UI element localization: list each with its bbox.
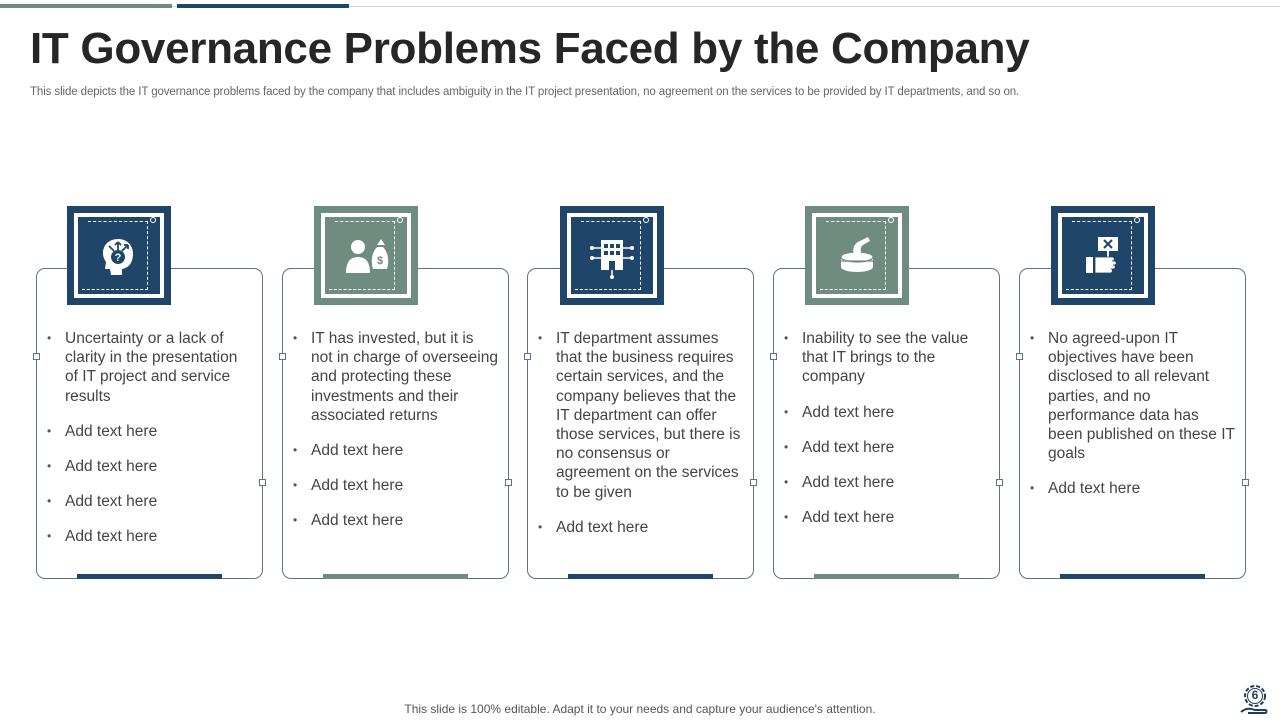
page-number: 6 xyxy=(1251,688,1259,702)
card-bottom-accent xyxy=(1060,574,1205,579)
resize-handle xyxy=(1242,479,1249,486)
card-bullet-list: IT department assumes that the business … xyxy=(538,329,743,553)
list-item: Add text here xyxy=(784,403,989,422)
resize-handle xyxy=(750,479,757,486)
resize-handle xyxy=(770,353,777,360)
card-icon-box-2: $ xyxy=(314,206,418,305)
investor-money-bag-icon: $ xyxy=(346,238,389,273)
top-divider-line xyxy=(0,6,1280,7)
problem-card-3: IT department assumes that the business … xyxy=(524,268,757,579)
list-item: Add text here xyxy=(47,457,252,476)
resize-handle xyxy=(505,479,512,486)
resize-handle xyxy=(279,353,286,360)
resize-handle xyxy=(1016,353,1023,360)
list-item: Add text here xyxy=(47,492,252,511)
list-item: No agreed-upon IT objectives have been d… xyxy=(1030,329,1235,463)
card-bullet-list: No agreed-upon IT objectives have been d… xyxy=(1030,329,1235,515)
card-bottom-accent xyxy=(323,574,468,579)
card-icon-box-4 xyxy=(805,206,909,305)
list-item: Add text here xyxy=(784,508,989,527)
list-item: Add text here xyxy=(784,438,989,457)
resize-handle xyxy=(33,353,40,360)
svg-text:?: ? xyxy=(115,252,122,264)
list-item: Add text here xyxy=(47,422,252,441)
card-bottom-accent xyxy=(814,574,959,579)
list-item: Add text here xyxy=(1030,479,1235,498)
slide-title: IT Governance Problems Faced by the Comp… xyxy=(30,24,1030,73)
card-bullet-list: Uncertainty or a lack of clarity in the … xyxy=(47,329,252,563)
list-item: Add text here xyxy=(784,473,989,492)
problem-card-4: Inability to see the value that IT bring… xyxy=(770,268,1003,579)
resize-handle xyxy=(996,479,1003,486)
card-icon-box-5 xyxy=(1051,206,1155,305)
resize-handle xyxy=(259,479,266,486)
hand-coins-icon xyxy=(840,236,874,272)
slide-footer: This slide is 100% editable. Adapt it to… xyxy=(404,702,876,716)
gear-hand-icon xyxy=(1240,685,1268,714)
list-item: Uncertainty or a lack of clarity in the … xyxy=(47,329,252,406)
card-bottom-accent xyxy=(77,574,222,579)
problem-card-2: IT has invested, but it is not in charge… xyxy=(279,268,512,579)
list-item: IT has invested, but it is not in charge… xyxy=(293,329,498,425)
list-item: Add text here xyxy=(538,518,743,537)
top-accent-bar-navy xyxy=(177,4,349,8)
card-bullet-list: Inability to see the value that IT bring… xyxy=(784,329,989,543)
list-item: Add text here xyxy=(293,441,498,460)
card-icon-box-1: ? xyxy=(67,206,171,305)
slide-subtitle: This slide depicts the IT governance pro… xyxy=(30,86,1020,98)
building-network-icon xyxy=(590,239,634,279)
card-bottom-accent xyxy=(568,574,713,579)
thumbs-down-sign-icon xyxy=(1086,236,1118,273)
problem-card-1: Uncertainty or a lack of clarity in the … xyxy=(33,268,266,579)
list-item: IT department assumes that the business … xyxy=(538,329,743,502)
card-icon-box-3 xyxy=(560,206,664,305)
list-item: Inability to see the value that IT bring… xyxy=(784,329,989,387)
svg-text:$: $ xyxy=(377,255,383,267)
list-item: Add text here xyxy=(293,476,498,495)
resize-handle xyxy=(524,353,531,360)
head-question-icon: ? xyxy=(103,238,133,275)
list-item: Add text here xyxy=(293,511,498,530)
list-item: Add text here xyxy=(47,527,252,546)
card-bullet-list: IT has invested, but it is not in charge… xyxy=(293,329,498,547)
problem-card-5: No agreed-upon IT objectives have been d… xyxy=(1016,268,1249,579)
top-accent-bar-sage xyxy=(0,4,172,8)
